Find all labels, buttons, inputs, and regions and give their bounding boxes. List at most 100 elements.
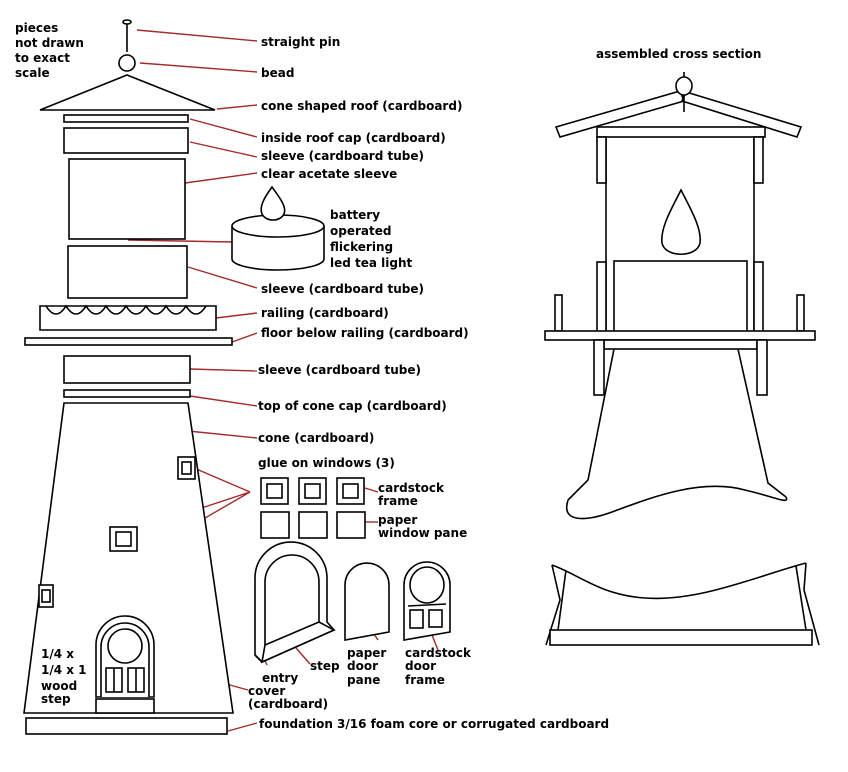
leader-sleeve-mid bbox=[187, 266, 258, 289]
label-sleeve-top: sleeve (cardboard tube) bbox=[261, 149, 424, 163]
leader-acetate bbox=[184, 172, 258, 184]
xs-floor bbox=[544, 330, 816, 341]
paper-door-pane bbox=[344, 562, 390, 641]
xs-railing-right bbox=[796, 294, 805, 332]
xs-cone-upper-right bbox=[737, 348, 787, 498]
acetate-sleeve bbox=[68, 158, 186, 240]
label-inside-roof-cap: inside roof cap (cardboard) bbox=[261, 131, 446, 145]
xs-sleeve-mid-left bbox=[596, 261, 607, 334]
label-sleeve-low: sleeve (cardboard tube) bbox=[258, 363, 421, 377]
label-pane-1: paper bbox=[378, 513, 417, 527]
sleeve-top bbox=[63, 127, 189, 154]
label-cone: cone (cardboard) bbox=[258, 431, 374, 445]
cardstock-frame-3 bbox=[336, 477, 365, 505]
leader-window-1 bbox=[193, 467, 251, 493]
leader-sleeve-top bbox=[189, 141, 258, 158]
label-pane-2: window pane bbox=[378, 526, 467, 540]
xs-sleeve-top-left bbox=[596, 136, 607, 184]
sleeve-mid bbox=[67, 245, 188, 299]
paper-pane-3 bbox=[336, 511, 366, 539]
xs-foundation bbox=[549, 629, 813, 646]
straight-pin bbox=[122, 19, 132, 52]
leader-step bbox=[295, 647, 311, 665]
railing-scallops bbox=[45, 304, 207, 315]
label-cardstock-door-3: frame bbox=[405, 673, 445, 687]
label-wood-step-2: 1/4 x 1 bbox=[41, 663, 87, 677]
label-paper-door-3: pane bbox=[347, 673, 380, 687]
label-paper-door-2: door bbox=[347, 659, 378, 673]
label-entry-cover-2: cover bbox=[248, 684, 285, 698]
leader-roof-cap bbox=[189, 118, 258, 138]
label-tealight-4: led tea light bbox=[330, 256, 413, 270]
leader-railing bbox=[215, 312, 258, 319]
xs-cone-cap bbox=[603, 339, 758, 350]
label-wood-step-3: wood bbox=[41, 679, 77, 693]
entry-cover bbox=[254, 541, 336, 664]
note-line-2: not drawn bbox=[15, 36, 84, 50]
cross-section bbox=[544, 72, 820, 646]
labels: pieces not drawn to exact scale assemble… bbox=[15, 21, 761, 731]
cardstock-frame-2 bbox=[298, 477, 327, 505]
label-wood-step-1: 1/4 x bbox=[41, 647, 74, 661]
section-title: assembled cross section bbox=[596, 47, 761, 61]
label-frame-2: frame bbox=[378, 494, 418, 508]
xs-sleeve-low-left bbox=[593, 339, 605, 396]
paper-pane-1 bbox=[260, 511, 290, 539]
sleeve-low bbox=[63, 355, 191, 384]
leader-cone-cap bbox=[189, 395, 258, 407]
label-straight-pin: straight pin bbox=[261, 35, 340, 49]
label-acetate: clear acetate sleeve bbox=[261, 167, 397, 181]
leader-tealight bbox=[127, 239, 233, 243]
label-cone-cap: top of cone cap (cardboard) bbox=[258, 399, 447, 413]
bead bbox=[118, 54, 136, 72]
leader-sleeve-low bbox=[189, 368, 258, 372]
label-entry-cover-3: (cardboard) bbox=[248, 697, 328, 711]
leader-pin bbox=[136, 29, 258, 42]
label-tealight-3: flickering bbox=[330, 240, 393, 254]
cone-cap bbox=[63, 389, 191, 398]
label-paper-door-1: paper bbox=[347, 646, 386, 660]
label-entry-cover-1: entry bbox=[262, 671, 298, 685]
cardstock-frame-1 bbox=[260, 477, 289, 505]
label-cone-roof: cone shaped roof (cardboard) bbox=[261, 99, 462, 113]
label-bead: bead bbox=[261, 66, 294, 80]
xs-tealight bbox=[613, 260, 748, 334]
xs-flame bbox=[661, 188, 701, 256]
label-step: step bbox=[310, 659, 340, 673]
label-cardstock-door-2: door bbox=[405, 659, 436, 673]
xs-cone-upper-left bbox=[567, 348, 615, 501]
leader-frame bbox=[364, 487, 379, 493]
label-wood-step-4: step bbox=[41, 692, 71, 706]
label-tealight-2: operated bbox=[330, 224, 391, 238]
inside-roof-cap bbox=[63, 114, 189, 123]
xs-cone-inner-left bbox=[557, 569, 567, 631]
note-line-1: pieces bbox=[15, 21, 58, 35]
note-line-4: scale bbox=[15, 66, 50, 80]
floor-below-railing bbox=[24, 337, 233, 346]
xs-roof-cap bbox=[596, 126, 766, 138]
xs-sleeve-low-right bbox=[756, 339, 768, 396]
exploded-parts bbox=[23, 19, 451, 735]
cone-window-2 bbox=[109, 526, 138, 552]
cardstock-door-frame bbox=[403, 561, 451, 641]
cone-window-1 bbox=[177, 456, 196, 480]
label-windows: glue on windows (3) bbox=[258, 456, 395, 470]
cone-roof bbox=[39, 74, 216, 111]
xs-break-upper bbox=[565, 485, 788, 520]
xs-cone-lower-right bbox=[803, 562, 820, 646]
label-sleeve-mid: sleeve (cardboard tube) bbox=[261, 282, 424, 296]
leader-cone bbox=[187, 430, 258, 439]
paper-pane-2 bbox=[298, 511, 328, 539]
xs-bead bbox=[675, 76, 693, 96]
cone-window-3 bbox=[38, 584, 54, 608]
xs-sleeve-top-right bbox=[753, 136, 764, 184]
leader-floor bbox=[231, 332, 258, 343]
label-floor: floor below railing (cardboard) bbox=[261, 326, 469, 340]
label-tealight-1: battery bbox=[330, 208, 380, 222]
leader-foundation bbox=[227, 722, 258, 732]
cone bbox=[23, 402, 234, 714]
tea-light bbox=[231, 185, 325, 271]
leader-roof bbox=[216, 104, 258, 110]
